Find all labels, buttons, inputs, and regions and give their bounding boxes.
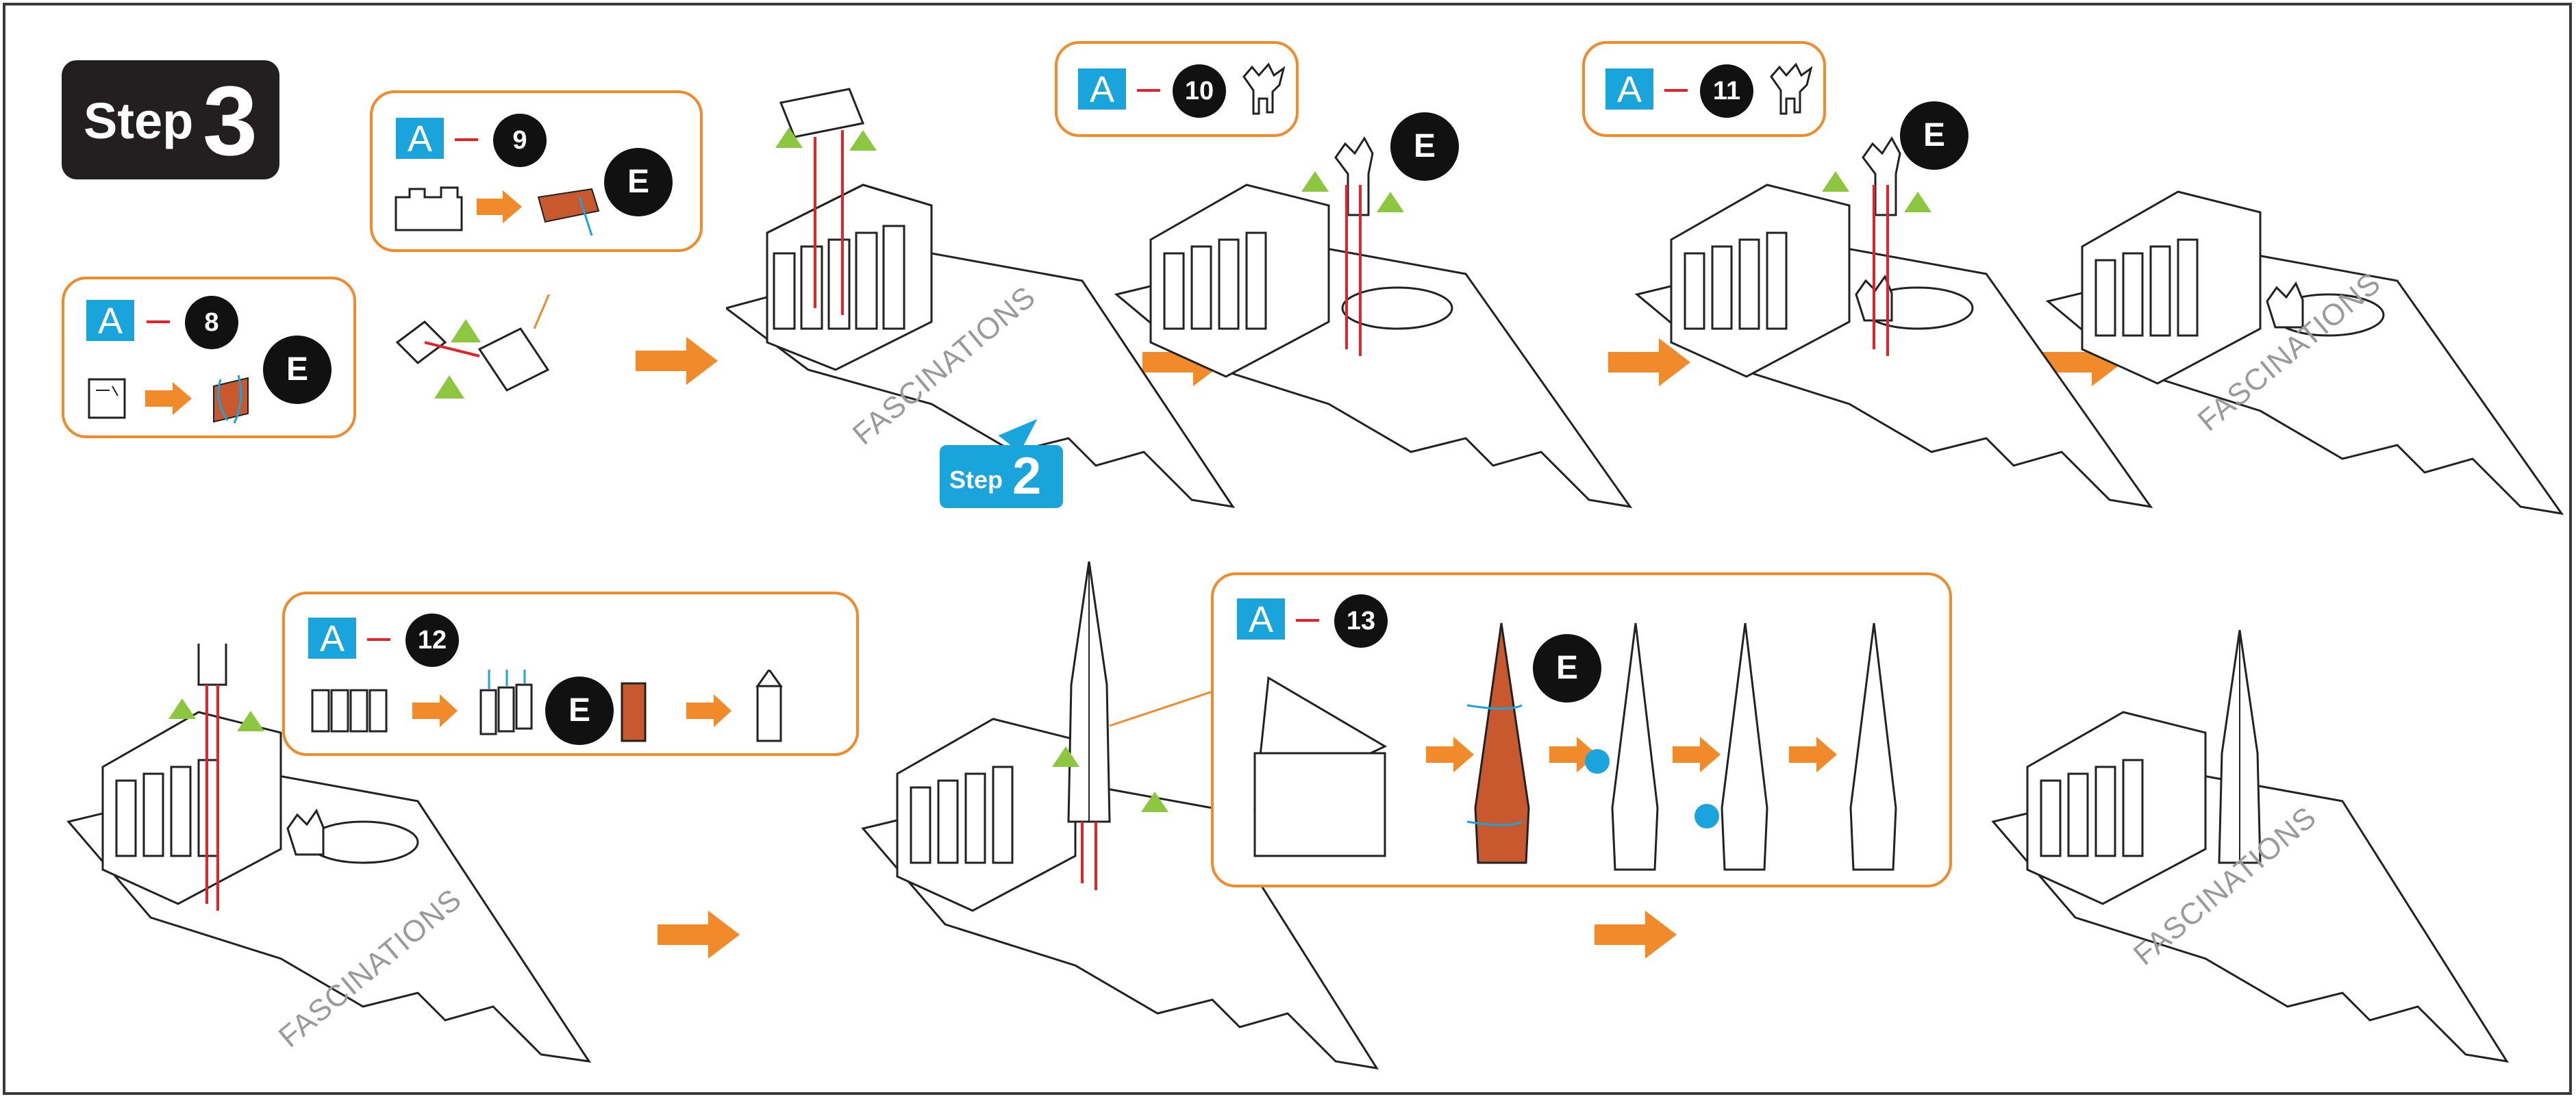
dash: [1137, 89, 1160, 92]
step2-badge: Step 2: [940, 445, 1063, 508]
callout-13: A 13 E: [1211, 572, 1952, 887]
green-triangle-icon: [168, 698, 196, 719]
sheet-a-label: A: [86, 300, 134, 341]
right-arrow-icon: [658, 911, 740, 959]
green-triangle-icon: [1301, 171, 1329, 192]
green-triangle-icon: [849, 130, 877, 151]
green-triangle-icon: [237, 711, 264, 731]
sheet-a-label: A: [308, 618, 356, 659]
joiner-e-badge: E: [1897, 99, 1971, 173]
joiner-e-badge: E: [542, 674, 616, 748]
step2-badge-word: Step: [949, 466, 1003, 494]
dash: [455, 138, 478, 141]
green-triangle-icon: [434, 375, 464, 399]
dash: [367, 638, 390, 641]
joiner-e-badge: E: [1530, 631, 1604, 705]
step-badge-number: 3: [203, 64, 258, 178]
callout-12: A 12 E: [282, 592, 859, 756]
joiner-e-badge: E: [260, 333, 334, 407]
step2-badge-number: 2: [1012, 446, 1041, 506]
green-triangle-icon: [451, 319, 481, 342]
blue-dot-icon: [1695, 804, 1719, 829]
right-arrow-icon: [1595, 911, 1677, 959]
subassembly-8-9: [384, 294, 562, 411]
step-badge: Step 3: [62, 60, 279, 179]
part-number: 9: [493, 114, 547, 167]
green-triangle-icon: [1822, 171, 1849, 192]
part-number: 8: [185, 296, 238, 349]
sheet-a-label: A: [396, 118, 444, 159]
right-arrow-icon: [636, 337, 718, 385]
callout-8: A 8 E: [62, 277, 356, 438]
dash: [147, 320, 170, 323]
part-number: 12: [405, 614, 459, 667]
step-badge-word: Step: [84, 92, 193, 150]
green-triangle-icon: [1377, 192, 1404, 212]
cathedral-assembly-2: [1110, 103, 1644, 520]
green-triangle-icon: [1904, 192, 1931, 212]
joiner-e-badge: E: [1388, 110, 1462, 184]
joiner-e-badge: E: [601, 145, 675, 219]
part-9-fold-diagram: [386, 170, 619, 245]
dash: [1664, 89, 1688, 92]
callout-9: A 9 E: [370, 90, 703, 252]
blue-dot-icon: [1585, 749, 1610, 774]
